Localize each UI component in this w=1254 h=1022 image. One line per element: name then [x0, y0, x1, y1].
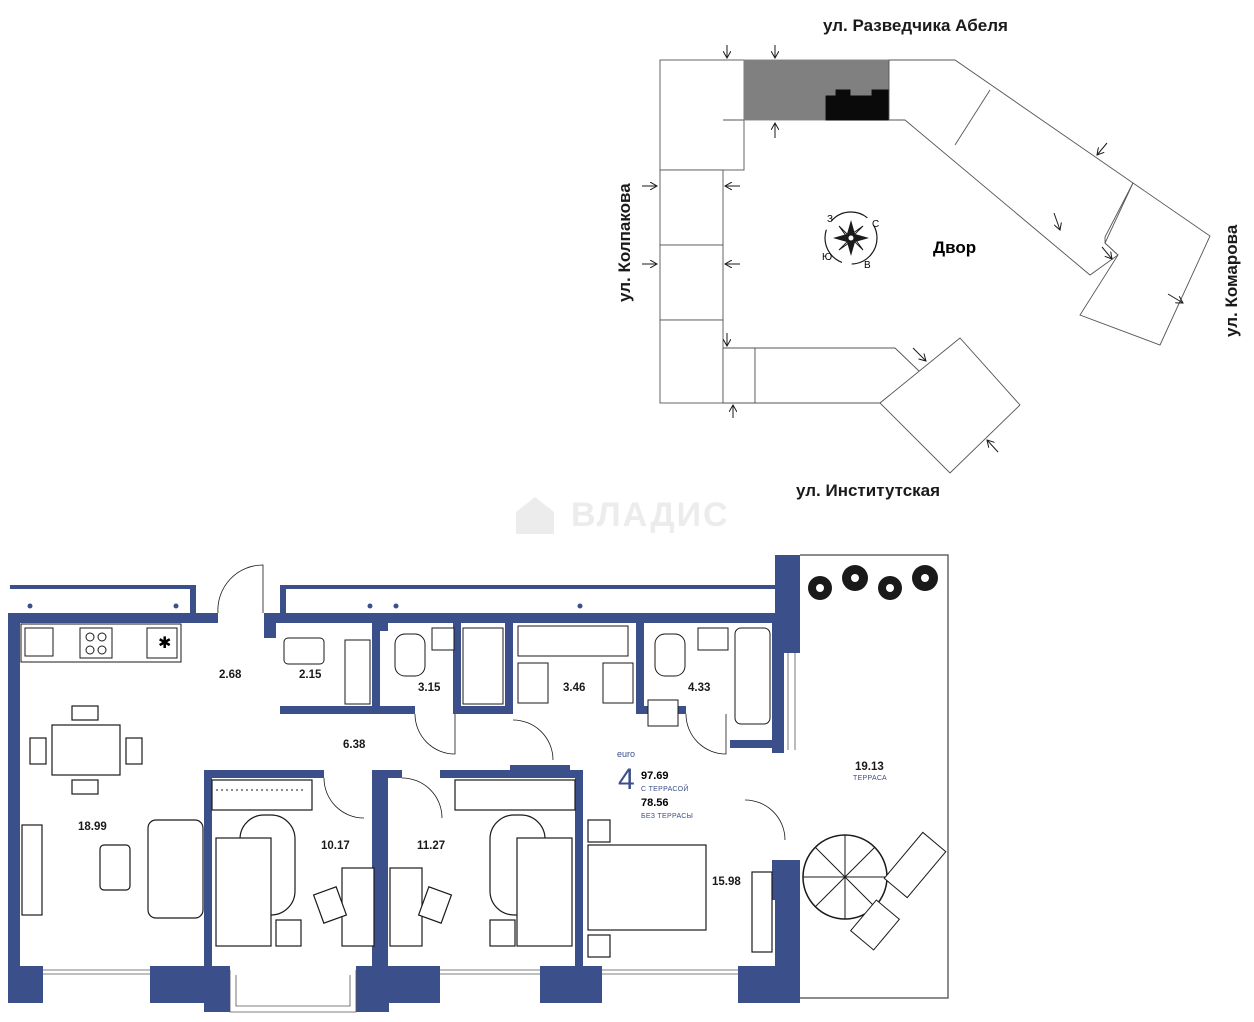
entrance-arrows [642, 45, 1183, 453]
apartment-walls [8, 555, 800, 1012]
street-north: ул. Разведчика Абеля [823, 16, 1008, 35]
street-east: ул. Комарова [1222, 224, 1241, 337]
site-plan [659, 59, 1211, 474]
room-master-area: 15.98 [712, 876, 741, 888]
building-west-4 [659, 319, 724, 404]
street-south: ул. Институтская [796, 481, 940, 500]
sofa-icon [21, 819, 204, 919]
plant-icon [808, 565, 938, 600]
wet-rooms [283, 625, 771, 727]
snowflake-icon: ✱ [158, 635, 171, 652]
windows [43, 653, 796, 1013]
room-terrace-area: 19.13 [855, 761, 884, 773]
watermark: ВЛАДИС [516, 496, 730, 534]
room-hall-area: 2.68 [219, 669, 242, 681]
street-west: ул. Колпакова [615, 183, 634, 302]
building-west-2 [659, 169, 724, 246]
compass-north: С [872, 219, 879, 230]
terrace [800, 554, 949, 999]
kitchen [20, 623, 182, 663]
building-northeast [888, 59, 1134, 276]
wall-markers [27, 603, 583, 622]
toilet-icon [394, 633, 426, 677]
bedroom1-furniture [211, 779, 375, 947]
watermark-text: ВЛАДИС [571, 496, 730, 534]
building-southeast [879, 337, 1021, 474]
building-east [1079, 182, 1211, 346]
compass-icon [824, 211, 878, 265]
fridge-icon [146, 627, 178, 659]
bedroom2-furniture [389, 779, 576, 947]
lounger-icon [849, 831, 947, 951]
toilet-icon-2 [654, 633, 686, 677]
building-south-1 [722, 347, 756, 404]
area-without-terrace: 78.56 [641, 797, 669, 809]
compass-west: З [827, 214, 833, 225]
shower-icon [462, 627, 504, 705]
room-bath2-area: 4.33 [688, 682, 710, 694]
sink-icon [24, 627, 54, 657]
compass-east: В [864, 260, 871, 271]
class-label: euro [617, 749, 635, 759]
stove-icon [79, 627, 113, 659]
without-terrace-label: БЕЗ ТЕРРАСЫ [641, 813, 693, 820]
dining-table-icon [29, 705, 143, 795]
room-bedroom1-area: 10.17 [321, 840, 350, 852]
building-west-1 [659, 59, 745, 171]
room-closet-area: 2.15 [299, 669, 322, 681]
room-bedroom2-area: 11.27 [417, 840, 445, 852]
rooms-count: 4 [618, 763, 635, 796]
building-west-3 [659, 244, 724, 321]
room-living-area: 18.99 [78, 821, 107, 833]
room-laundry-area: 3.46 [563, 682, 585, 694]
compass-south: Ю [822, 252, 832, 263]
bathtub-icon [734, 627, 771, 725]
room-corridor-area: 6.38 [343, 739, 366, 751]
yard-label: Двор [933, 238, 976, 257]
washer-icon [647, 699, 679, 727]
terrace-label: ТЕРРАСА [853, 775, 887, 782]
building-divider [954, 89, 991, 146]
area-with-terrace: 97.69 [641, 770, 669, 782]
door-swings [217, 564, 786, 841]
apartment-summary: euro 4 97.69 С ТЕРРАСОЙ 78.56 БЕЗ ТЕРРАС… [617, 749, 693, 820]
room-bath1-area: 3.15 [418, 682, 441, 694]
with-terrace-label: С ТЕРРАСОЙ [641, 784, 689, 793]
master-furniture [587, 819, 773, 958]
